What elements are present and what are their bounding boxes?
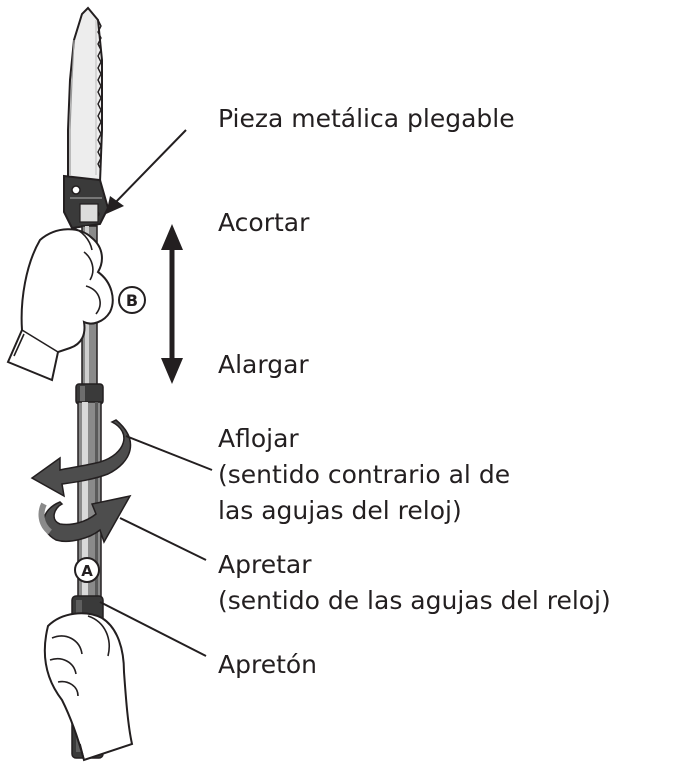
- lower-pole: [77, 401, 102, 599]
- leader-folding-piece: [111, 129, 187, 207]
- saw-blade: [67, 6, 103, 184]
- label-folding-metal-piece: Pieza metálica plegable: [218, 104, 515, 133]
- rotation-arrow-tighten: [38, 494, 132, 544]
- leader-loosen: [125, 435, 213, 471]
- leader-arrowhead: [106, 196, 124, 214]
- lower-hand-glove: [43, 612, 134, 762]
- label-loosen: Aflojar: [218, 424, 299, 453]
- shorten-lengthen-arrow: [161, 224, 183, 384]
- folding-metal-head: [63, 174, 110, 230]
- marker-a: A: [74, 557, 100, 583]
- marker-b-text: B: [126, 291, 138, 310]
- label-tighten: Apretar: [218, 550, 312, 579]
- leader-lines: [99, 129, 213, 657]
- lock-collar: [75, 383, 104, 405]
- marker-a-text: A: [81, 562, 93, 580]
- leader-grip: [99, 601, 207, 657]
- label-grip: Apretón: [218, 650, 318, 679]
- upper-hand-glove: [6, 227, 114, 382]
- label-shorten: Acortar: [218, 208, 310, 237]
- label-loosen-detail-2: las agujas del reloj): [218, 496, 462, 525]
- label-loosen-detail-1: (sentido contrario al de: [218, 460, 511, 489]
- rotation-arrow-loosen: [30, 419, 132, 498]
- label-lengthen: Alargar: [218, 350, 309, 379]
- marker-b: B: [118, 286, 146, 314]
- label-tighten-detail: (sentido de las agujas del reloj): [218, 586, 611, 615]
- leader-tighten: [119, 517, 207, 561]
